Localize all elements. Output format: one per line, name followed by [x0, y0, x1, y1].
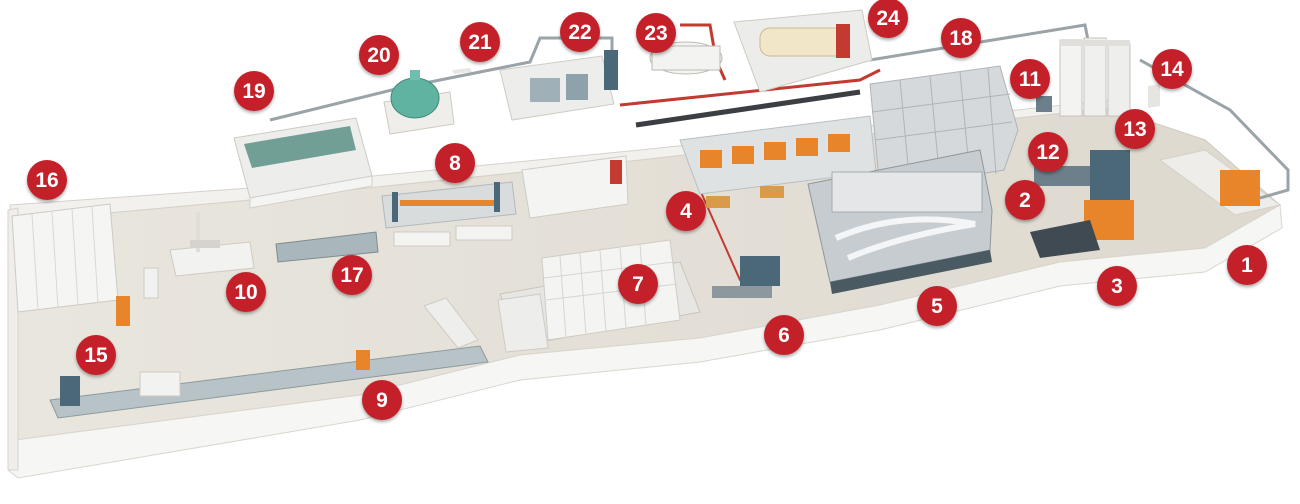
marker-12[interactable]: 12: [1028, 132, 1068, 172]
marker-18-label: 18: [949, 26, 973, 50]
gantry-crane: [143, 212, 255, 299]
outdoor-slab-21: [452, 68, 472, 74]
marker-21-label: 21: [468, 30, 492, 54]
marker-2-label: 2: [1019, 188, 1031, 212]
marker-12-label: 12: [1036, 140, 1060, 164]
marker-14[interactable]: 14: [1152, 49, 1192, 89]
marker-8-label: 8: [449, 151, 461, 175]
marker-14-label: 14: [1160, 57, 1184, 81]
marker-13-label: 13: [1123, 117, 1147, 141]
marker-9-label: 9: [376, 388, 388, 412]
marker-19-label: 19: [242, 79, 266, 103]
compressor-station: [499, 50, 618, 121]
hall-front-wall: [7, 204, 1283, 479]
marker-5[interactable]: 5: [917, 286, 957, 326]
marker-15[interactable]: 15: [76, 335, 116, 375]
marker-9[interactable]: 9: [362, 380, 402, 420]
marker-5-label: 5: [931, 294, 943, 318]
marker-4-label: 4: [680, 199, 692, 223]
mixing-stations: [679, 115, 877, 208]
molds-stack: [521, 155, 629, 219]
marker-3-label: 3: [1111, 274, 1123, 298]
marker-1-label: 1: [1241, 253, 1253, 277]
water-treatment-area: [233, 117, 373, 209]
marker-23-label: 23: [644, 21, 668, 45]
marker-16-label: 16: [35, 168, 59, 192]
cutting-line: [381, 181, 517, 247]
marker-1[interactable]: 1: [1227, 245, 1267, 285]
marker-23[interactable]: 23: [636, 13, 676, 53]
marker-4[interactable]: 4: [666, 191, 706, 231]
right-hall-units: [1036, 84, 1160, 112]
marker-20-label: 20: [367, 43, 391, 67]
marker-15-label: 15: [84, 343, 108, 367]
marker-24-label: 24: [876, 6, 900, 30]
pump-unit: [712, 256, 780, 298]
marker-6[interactable]: 6: [764, 315, 804, 355]
marker-13[interactable]: 13: [1115, 109, 1155, 149]
marker-24[interactable]: 24: [868, 0, 908, 38]
conveyor-17: [275, 231, 379, 263]
marker-16[interactable]: 16: [27, 160, 67, 200]
packing-line: [49, 293, 549, 419]
silo-block: [1059, 37, 1131, 117]
marker-22-label: 22: [568, 20, 592, 44]
marker-19[interactable]: 19: [234, 71, 274, 111]
marker-11-label: 11: [1018, 67, 1042, 91]
marker-17[interactable]: 17: [332, 255, 372, 295]
marker-11[interactable]: 11: [1010, 59, 1050, 99]
marker-10-label: 10: [234, 280, 258, 304]
marker-21[interactable]: 21: [460, 22, 500, 62]
product-stack-left: [11, 203, 130, 326]
boiler-house: [733, 9, 873, 93]
marker-17-label: 17: [340, 263, 364, 287]
marker-10[interactable]: 10: [226, 272, 266, 312]
boiler-tank: [649, 41, 723, 75]
marker-7-label: 7: [632, 272, 644, 296]
marker-8[interactable]: 8: [435, 143, 475, 183]
marker-3[interactable]: 3: [1097, 266, 1137, 306]
cooling-tower: [383, 70, 455, 135]
marker-20[interactable]: 20: [359, 35, 399, 75]
marker-6-label: 6: [778, 323, 790, 347]
curing-furnace: [807, 149, 993, 294]
marker-2[interactable]: 2: [1005, 180, 1045, 220]
marker-18[interactable]: 18: [941, 18, 981, 58]
marker-7[interactable]: 7: [618, 264, 658, 304]
marker-22[interactable]: 22: [560, 12, 600, 52]
